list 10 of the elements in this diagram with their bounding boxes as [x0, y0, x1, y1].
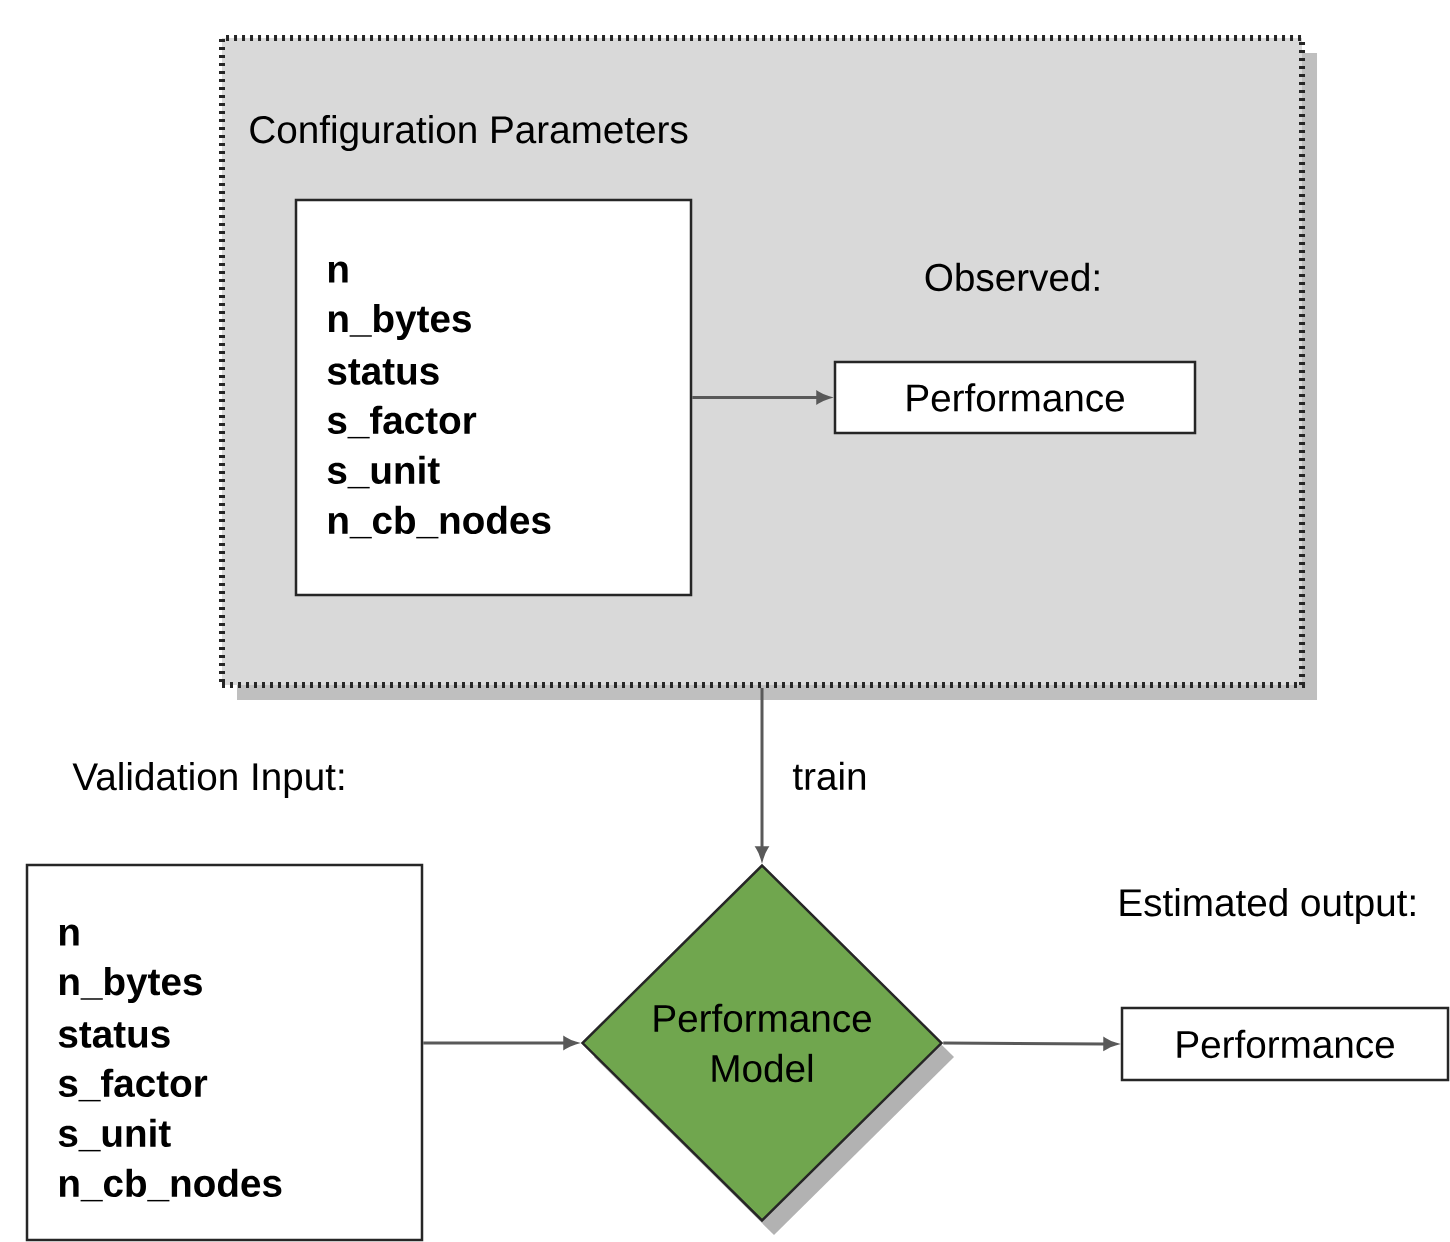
list-item: s_factor: [58, 1068, 208, 1102]
list-item: status: [58, 1022, 170, 1048]
heading: Validation Input:: [72, 762, 344, 799]
list-item: n_bytes: [59, 967, 202, 1004]
edge-label: train: [792, 761, 866, 791]
list-item: s_unit: [58, 1118, 171, 1152]
list-item: n: [59, 924, 79, 946]
heading: Estimated output:: [1120, 888, 1415, 925]
process-box: Performance: [1120, 1006, 1450, 1082]
list-item: n_cb_nodes: [59, 1168, 282, 1202]
